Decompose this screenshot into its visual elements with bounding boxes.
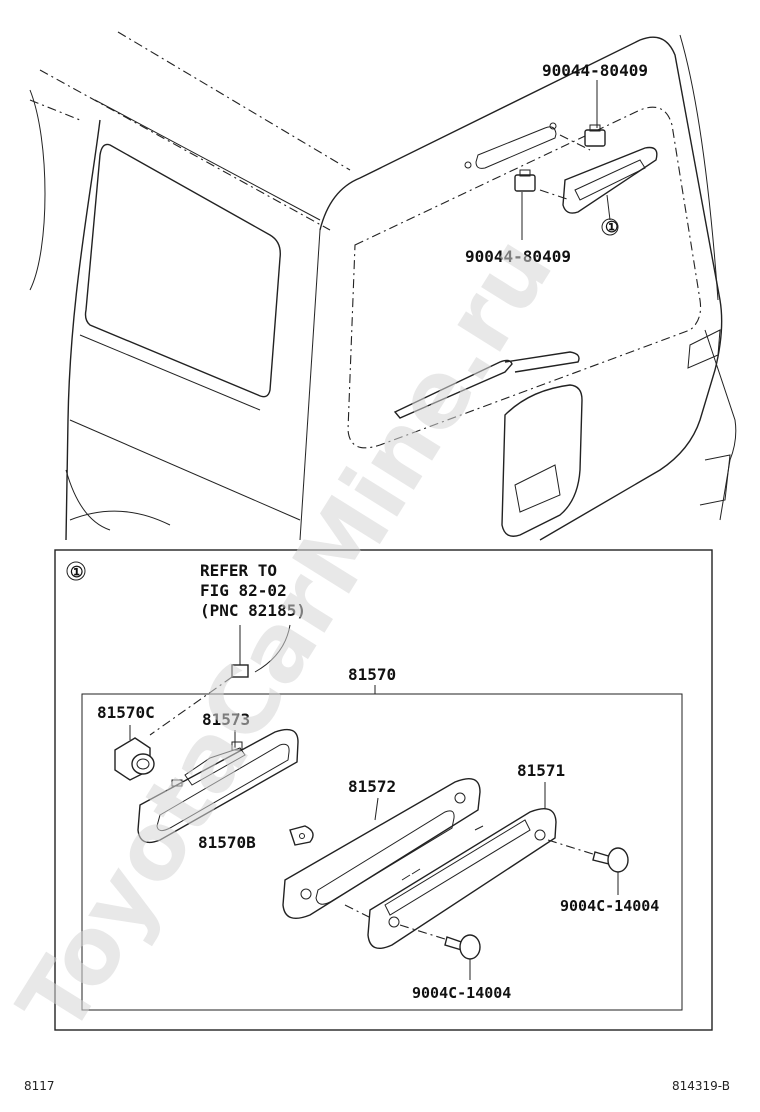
screw-bottom [399,924,481,980]
label-cover: 81571 [517,761,565,780]
assembly-frame [81,693,683,1011]
label-bulb: 81570B [198,833,256,852]
label-socket: 81570C [97,703,155,722]
label-housing: 81573 [202,710,250,729]
footer-left: 8117 [24,1079,55,1093]
callout-clip-upper-left: 90044-80409 [465,247,571,266]
bulb-part [289,825,314,846]
socket-part [114,737,155,781]
harness-connector [149,624,291,736]
detail-marker-circle [601,218,619,236]
label-assembly: 81570 [348,665,396,684]
detail-frame [54,549,713,1031]
lens-part [282,778,481,926]
detail-marker-circle-lower [66,561,86,581]
callout-clip-upper-right: 90044-80409 [542,61,648,80]
detail-marker-upper: ① [605,218,618,236]
refer-line-1: REFER TO [200,561,277,580]
footer-right: 814319-B [672,1079,730,1093]
refer-line-3: (PNC 82185) [200,601,306,620]
label-screw-bottom: 9004C-14004 [412,984,511,1002]
housing-part [137,728,299,844]
label-screw-right: 9004C-14004 [560,897,659,915]
screw-right [547,839,629,895]
refer-line-2: FIG 82-02 [200,581,287,600]
label-lens: 81572 [348,777,396,796]
vehicle-body-outline [29,31,737,541]
upper-stop-lamp: ① [514,80,658,240]
cover-part [367,808,557,949]
detail-marker-lower: ① [70,563,83,581]
watermark-text: ToyotaCarMine.ru [0,219,573,1051]
